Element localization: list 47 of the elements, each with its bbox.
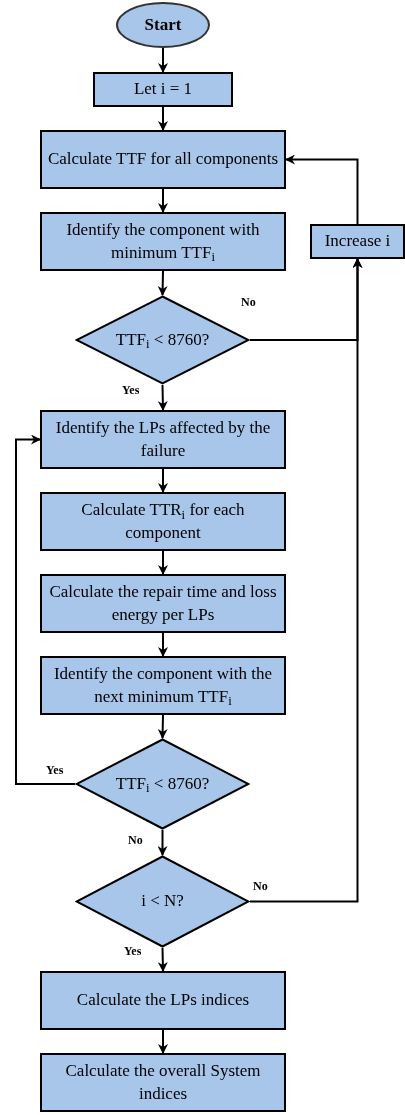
arrow (285, 154, 359, 225)
edge-label: No (128, 834, 143, 846)
arrow (249, 258, 363, 903)
node-text: Increase i (324, 230, 391, 253)
process-box (310, 224, 405, 259)
process-box (40, 212, 286, 271)
edge-label: No (253, 880, 268, 892)
node-text: Calculate the repair time and loss energy per LPs (48, 581, 278, 626)
process-box (93, 72, 233, 107)
arrow (158, 106, 168, 131)
arrow (157, 270, 168, 296)
edge-label: Yes (46, 764, 64, 776)
process-box (40, 130, 286, 189)
arrow (158, 632, 168, 657)
node-text: Calculate the LPs indices (76, 989, 250, 1012)
node-text: Calculate the overall System indices (64, 1060, 262, 1105)
arrow (157, 714, 168, 739)
arrow (158, 47, 168, 73)
process-box (40, 656, 286, 715)
node-text: Calculate TTR$_{i}$ for each component (80, 499, 246, 544)
process-box (40, 492, 286, 551)
node-text: Calculate TTF for all components (47, 148, 279, 171)
arrow (158, 1029, 168, 1054)
node-text: Let i = 1 (133, 78, 193, 101)
node-text: Start (144, 13, 182, 36)
arrow (15, 434, 76, 785)
node-text: i < N? (141, 890, 184, 913)
arrow (157, 384, 168, 411)
process-box (40, 1053, 286, 1112)
decision-diamond (75, 738, 250, 830)
edge-label: Yes (122, 384, 140, 396)
arrow (158, 468, 168, 493)
process-box (40, 410, 286, 469)
node-text: Identify the component with the next minimum TTF$_{i}$ (52, 663, 274, 708)
node-text: TTF$_{i}$ < 8760? (115, 772, 210, 796)
arrow (158, 188, 168, 213)
arrow (157, 829, 168, 856)
decision-diamond (75, 855, 250, 948)
node-text: TTF$_{i}$ < 8760? (115, 328, 210, 352)
arrow (157, 947, 168, 972)
edge-label: No (241, 296, 256, 308)
arrow (158, 550, 168, 575)
edge-label: Yes (124, 945, 142, 957)
node-text: Identify the LPs affected by the failure (54, 417, 272, 462)
node-text: Identify the component with minimum TTF$_{i}$ (65, 219, 261, 264)
process-box (40, 574, 286, 633)
process-box (40, 971, 286, 1030)
